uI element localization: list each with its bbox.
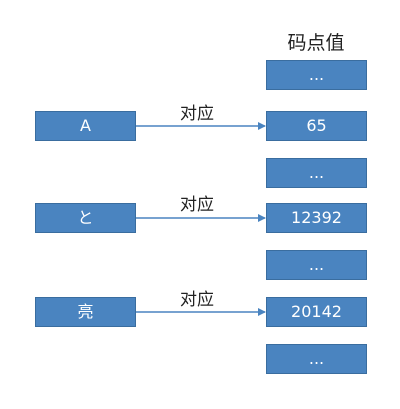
character-box-liang: 亮 (35, 297, 136, 327)
codepoint-ellipsis-box: ... (266, 60, 367, 90)
codepoint-column-header: 码点值 (287, 32, 345, 54)
codepoint-value-box-liang: 20142 (266, 297, 367, 327)
relation-label-to: 对应 (180, 195, 214, 215)
codepoint-value-box-a: 65 (266, 111, 367, 141)
character-box-to: と (35, 203, 136, 233)
codepoint-ellipsis-box: ... (266, 250, 367, 280)
codepoint-ellipsis-box: ... (266, 344, 367, 374)
character-box-a: A (35, 111, 136, 141)
relation-label-liang: 对应 (180, 290, 214, 310)
codepoint-value-box-to: 12392 (266, 203, 367, 233)
relation-label-a: 对应 (180, 104, 214, 124)
codepoint-ellipsis-box: ... (266, 158, 367, 188)
